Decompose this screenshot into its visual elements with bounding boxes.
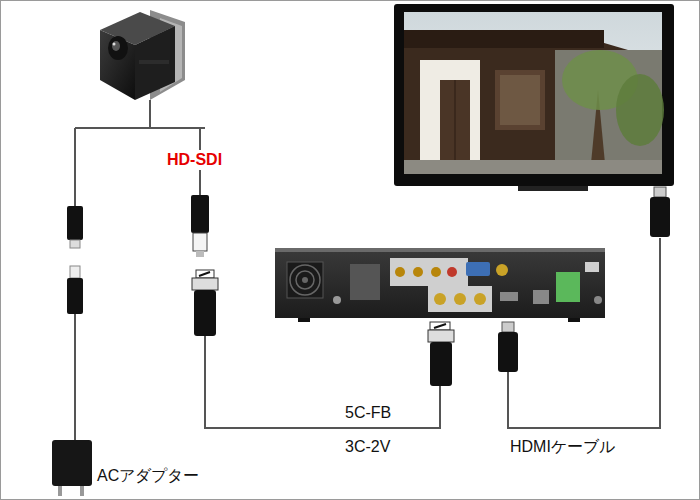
cable-type: 3C-2V bbox=[343, 437, 392, 457]
power-plug bbox=[67, 206, 83, 442]
hdmi-cable bbox=[508, 238, 660, 428]
part-name: ACアダプター bbox=[95, 466, 201, 486]
camera bbox=[100, 10, 185, 100]
hdmi-connector bbox=[498, 187, 670, 372]
cable-name: HDMIケーブル bbox=[508, 437, 617, 457]
monitor bbox=[394, 4, 674, 191]
bnc-connector bbox=[428, 322, 454, 386]
cable-type: 5C-FB bbox=[343, 403, 393, 423]
signal-name: HD-SDI bbox=[165, 150, 224, 170]
ac-adapter bbox=[52, 440, 92, 496]
dvr-recorder bbox=[275, 248, 605, 322]
bnc-connector bbox=[191, 195, 218, 336]
coax-cable bbox=[205, 336, 440, 428]
